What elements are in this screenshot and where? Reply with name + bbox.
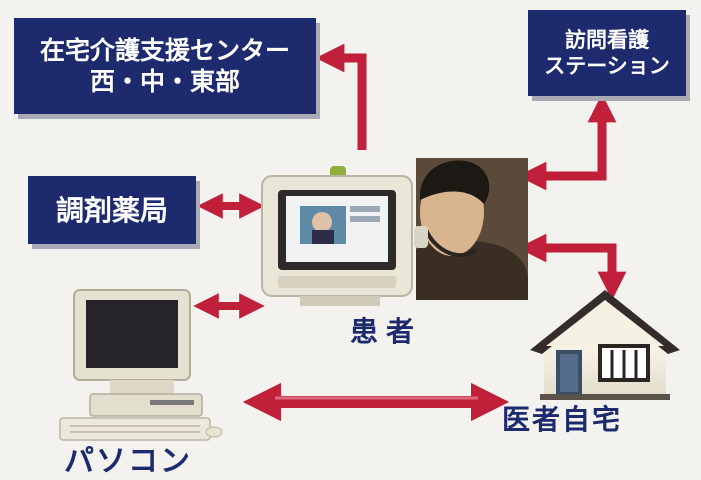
pharmacy-box: 調剤薬局 [28,176,196,244]
visit-nursing-line-2: ステーション [544,54,670,78]
house-icon [530,290,680,400]
care-center-districts: 西・中・東部 [89,67,240,96]
home-care-support-center-box: 在宅介護支援センター 西・中・東部 [14,18,316,114]
patient-figure-icon [414,158,528,300]
personal-computer-icon [59,289,223,441]
pc-label: パソコン [64,444,192,479]
video-monitor-icon [261,166,413,306]
visit-nursing-connector [517,93,617,191]
visit-nursing-station-box: 訪問看護 ステーション [528,10,686,96]
doctor-home-label: 医者自宅 [502,403,623,436]
pharmacy-label: 調剤薬局 [55,193,168,227]
care-center-title: 在宅介護支援センター [39,35,290,65]
care-center-connector [315,43,367,150]
visit-nursing-line-1: 訪問看護 [565,27,649,52]
home-connector [517,233,627,301]
patient-label: 患者 [350,315,423,348]
